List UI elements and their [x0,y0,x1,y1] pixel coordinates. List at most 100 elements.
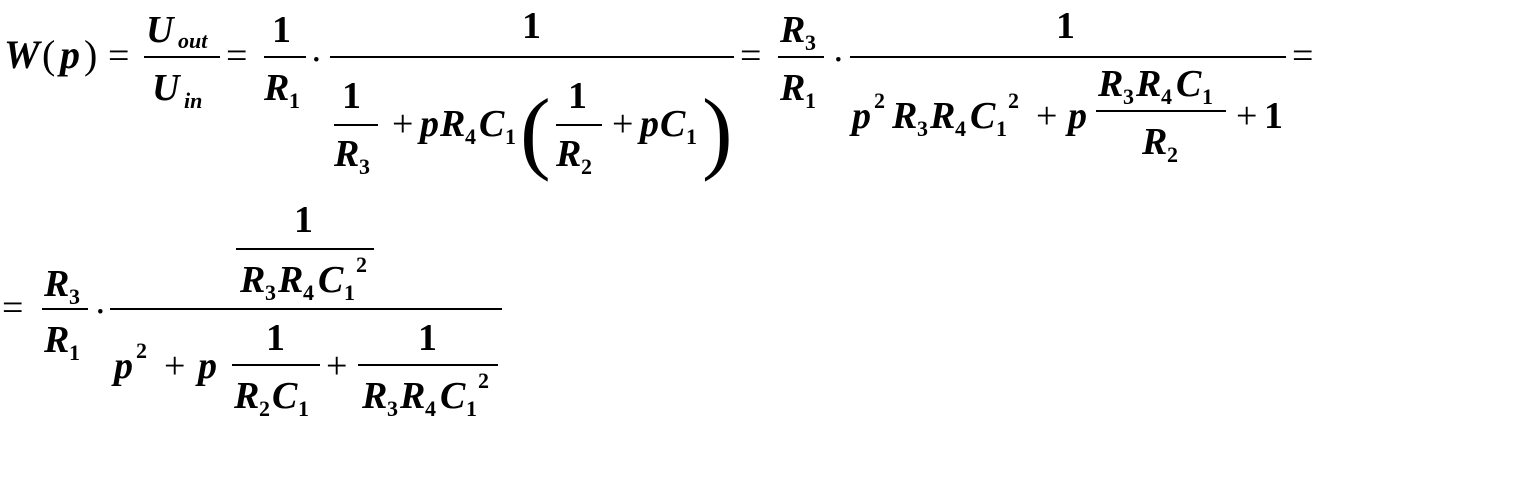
big-lparen: ( [520,80,551,182]
big-rparen: ) [702,80,733,182]
R3-sub-e: 3 [69,284,80,309]
R4-base-a: R [439,103,465,145]
C1-base-h: C [440,375,466,417]
dot-2: · [832,39,845,81]
C1-sup-c: 2 [1008,88,1019,113]
bigfrac1-num: 1 [522,5,541,47]
C1-sub-h: 1 [466,396,477,421]
num4-one: 1 [418,317,437,359]
R1-base: R [263,67,289,109]
frac-bar-R3-R1-b [42,308,88,310]
R3-sub-d: 3 [1123,84,1134,109]
R1-sub: 1 [289,88,300,113]
R1-sub-b: 1 [805,88,816,113]
C1-sub-f: 1 [344,280,355,305]
p-a: p [417,103,439,145]
R4-sub-d: 4 [1161,84,1172,109]
p-c: p [849,95,871,137]
C1-sub-g: 1 [298,396,309,421]
equals-5: = [2,287,23,329]
dot-1: · [310,39,323,81]
frac-bar-1-R3 [334,124,378,126]
R3-sub-c: 3 [917,116,928,141]
num3-one: 1 [266,317,285,359]
lhs-rparen: ) [84,32,97,77]
C1-base-d: C [1176,63,1202,105]
lhs-W: W [4,32,42,77]
Uin-base: U [152,67,182,109]
plus-6: + [326,345,347,387]
R1-sub-e: 1 [69,340,80,365]
C1-base-f: C [318,259,344,301]
R4-sub-a: 4 [465,124,476,149]
R3-base-d: R [1097,63,1123,105]
plus-3: + [1036,95,1057,137]
C1-sup-h: 2 [478,368,489,393]
C1-base-b: C [660,103,686,145]
Uout-base: U [146,9,176,51]
frac-bar-1-R1 [264,56,306,58]
frac-bar-big-1 [330,56,734,58]
lhs-p: p [57,32,80,77]
frac-bar-R3-R1 [778,56,824,58]
R3-sub-f: 3 [265,280,276,305]
R3-base-a: R [333,133,359,175]
R3-base-e: R [43,263,69,305]
p-f: p [195,345,217,387]
equals-4: = [1292,35,1313,77]
R4-base-d: R [1135,63,1161,105]
p-b: p [637,103,659,145]
R4-base-c: R [929,95,955,137]
num2-one: 1 [294,199,313,241]
plus-1: + [392,103,413,145]
plus-4: + [1236,95,1257,137]
C1-sub-d: 1 [1202,84,1213,109]
C1-base-g: C [272,375,298,417]
equals-2: = [226,35,247,77]
R4-sub-g: 4 [425,396,436,421]
R3-base-g: R [361,375,387,417]
frac-bar-R3R4C1-R2 [1096,110,1226,112]
frac-bar-1-R3R4C1sq [236,248,374,250]
C1-base-a: C [479,103,505,145]
plus-2: + [612,103,633,145]
R4-base-f: R [277,259,303,301]
R1-base-e: R [43,319,69,361]
lhs-lparen: ( [42,32,55,77]
R3-sub-b: 3 [805,30,816,55]
R3-sub-g: 3 [387,396,398,421]
bigfrac2-num: 1 [1056,5,1075,47]
plus-one: 1 [1264,95,1283,137]
equals-3: = [740,35,761,77]
p-d: p [1065,95,1087,137]
Uout-sub: out [178,28,208,53]
R2-base-a: R [555,133,581,175]
frac-bar-1-R2 [556,124,602,126]
p-e: p [111,345,133,387]
R4-sub-c: 4 [955,116,966,141]
R2-sub-a: 2 [581,154,592,179]
R2-base-c: R [233,375,259,417]
R4-base-g: R [399,375,425,417]
C1-sub-a: 1 [505,124,516,149]
frac-bar-Uout-Uin [144,56,220,58]
p-c-sup: 2 [874,88,885,113]
C1-sup-f: 2 [356,252,367,277]
R2-base-b: R [1141,121,1167,163]
frac-bar-1-R2C1 [232,364,320,366]
C1-base-c: C [970,95,996,137]
Uin-sub: in [184,88,202,113]
R2-sub-c: 2 [259,396,270,421]
equals-1: = [108,35,129,77]
inner-1-over-R3-num: 1 [342,75,361,117]
inner-1-over-R2-num: 1 [568,75,587,117]
frac-bar-1-R3R4C1sq-b [358,364,498,366]
R4-sub-f: 4 [303,280,314,305]
frac-1-over-R1-num: 1 [272,9,291,51]
R3-base-f: R [239,259,265,301]
dot-3: · [94,291,107,333]
frac-bar-big-2 [850,56,1286,58]
R1-base-b: R [779,67,805,109]
